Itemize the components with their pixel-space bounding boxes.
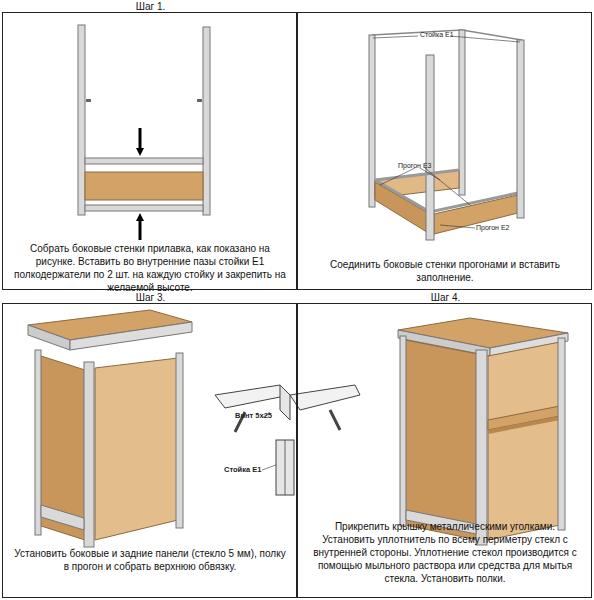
cabinet-drawing: [70, 322, 192, 350]
side-wall-drawing: [78, 25, 85, 215]
finished-cabinet-drawing: [488, 342, 560, 540]
cabinet-drawing: [38, 355, 85, 540]
corner-detail: [285, 440, 286, 495]
step-caption: Прикрепить крышку металлическими уголкам…: [308, 520, 582, 585]
leader-lines: [425, 168, 470, 205]
part-label: Прогон E2: [476, 224, 509, 231]
frame-drawing: [459, 30, 465, 195]
part-label: Стойка E1: [224, 465, 261, 474]
insert-arrows: [139, 128, 142, 152]
cabinet-drawing: [84, 362, 94, 547]
step-panel: Шаг 1.Собрать боковые стенки прилавка, к…: [2, 12, 297, 290]
corner-detail: [262, 465, 276, 470]
step-panel: Шаг 3.Установить боковые и задние панели…: [2, 303, 297, 598]
step-panel: Шаг 4.Прикрепить крышку металлическими у…: [297, 303, 592, 598]
cabinet-drawing: [28, 310, 192, 547]
corner-detail: [276, 440, 294, 495]
insert-arrows: [140, 128, 141, 240]
frame-drawing: [375, 180, 518, 212]
leader-lines: [373, 36, 520, 228]
frame-drawing: [462, 30, 522, 40]
part-label: Стойка E1: [420, 31, 454, 38]
finished-cabinet-drawing: [398, 318, 568, 545]
cabinet-drawing: [35, 350, 41, 535]
step-panel: Соединить боковые стенки прогонами и вст…: [297, 12, 592, 290]
cabinet-drawing: [41, 505, 84, 530]
frame-drawing: [375, 170, 459, 180]
step-heading: Шаг 4.: [298, 291, 593, 304]
corner-detail: [215, 385, 360, 495]
step-caption: Установить боковые и задние панели (стек…: [11, 547, 289, 573]
side-wall-drawing: [85, 158, 203, 164]
leader-lines: [380, 168, 415, 185]
frame-drawing: [369, 30, 524, 240]
step-caption: Соединить боковые стенки прогонами и вст…: [304, 258, 586, 284]
side-wall-drawing: [78, 25, 210, 215]
cabinet-drawing: [95, 358, 178, 540]
leader-lines: [373, 36, 418, 38]
finished-cabinet-drawing: [476, 350, 487, 545]
finished-cabinet-drawing: [400, 336, 406, 526]
cabinet-drawing: [176, 353, 183, 528]
side-wall-drawing: [197, 99, 202, 102]
step-heading: Шаг 3.: [3, 291, 298, 304]
side-wall-drawing: [85, 205, 203, 211]
finished-cabinet-drawing: [488, 416, 560, 434]
side-wall-drawing: [85, 172, 203, 200]
leader-lines: [440, 225, 475, 228]
corner-detail: [280, 385, 290, 420]
step-caption: Собрать боковые стенки прилавка, как пок…: [9, 242, 291, 294]
finished-cabinet-drawing: [405, 340, 478, 540]
frame-drawing: [426, 55, 434, 240]
side-wall-drawing: [86, 99, 91, 102]
corner-detail: [330, 410, 340, 430]
corner-detail: [290, 385, 360, 410]
frame-drawing: [517, 40, 524, 218]
part-label: Винт 5х25: [235, 411, 272, 420]
step-heading: Шаг 1.: [3, 0, 298, 13]
corner-detail: [215, 385, 290, 408]
cabinet-drawing: [28, 325, 70, 350]
finished-cabinet-drawing: [558, 338, 565, 530]
side-wall-drawing: [203, 27, 210, 215]
frame-drawing: [369, 35, 375, 207]
part-label: Прогон E3: [398, 162, 431, 169]
insert-arrows: [139, 217, 142, 240]
leader-lines: [450, 36, 520, 42]
